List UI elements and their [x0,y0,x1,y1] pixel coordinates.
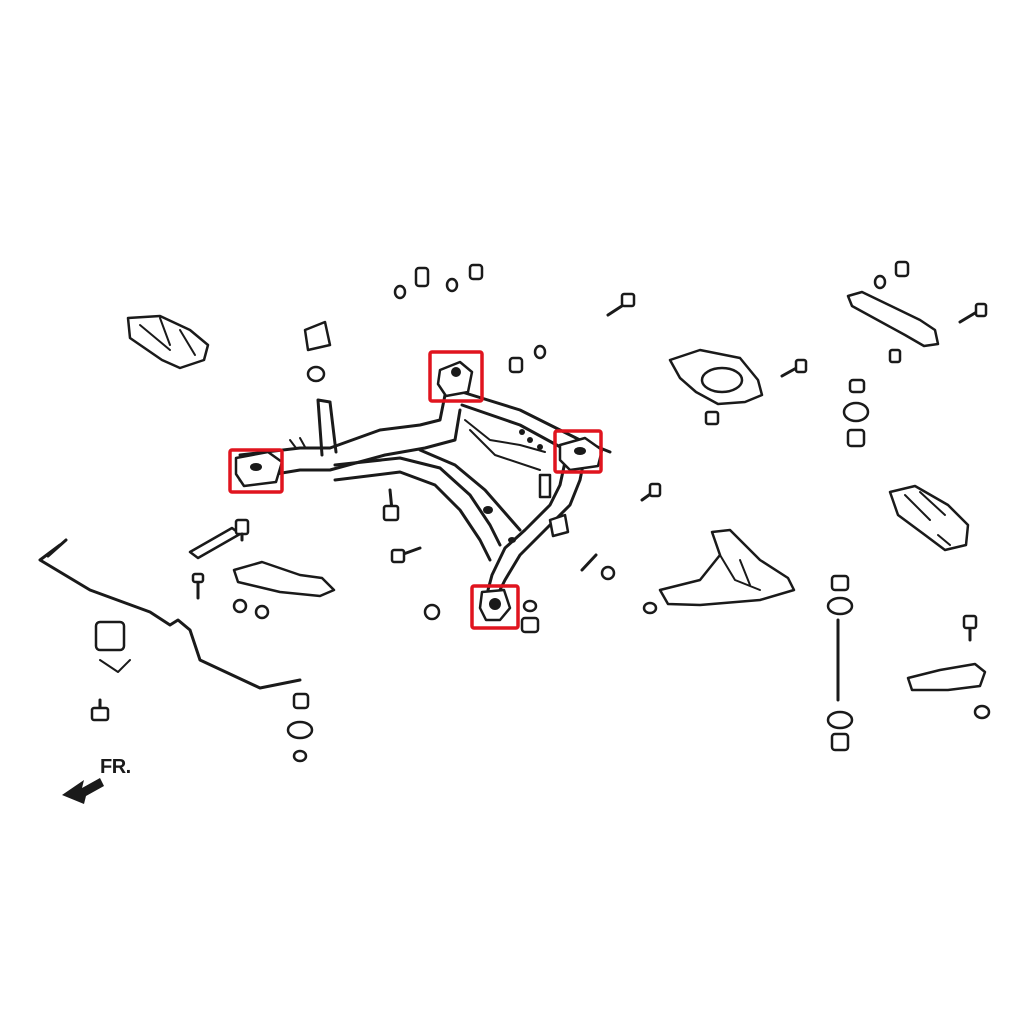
rear-knuckle [668,348,808,426]
front-direction-label: FR. [100,756,131,778]
subframe-bushing-front-left [228,448,284,494]
lower-link-right [906,614,991,720]
subframe-bushing-rear-right [553,429,603,474]
left-bracket [126,314,210,370]
left-lateral-link [188,518,336,620]
stabilizer-bar [38,538,302,722]
highlight-boxes [228,350,603,630]
right-bracket [888,484,970,552]
upper-link-right [846,260,988,364]
shock-mount-stack-lower [826,574,854,752]
shock-mount-stack-upper [842,378,870,448]
lower-control-arm-right [580,482,796,615]
subframe-bushing-rear-left [428,350,484,403]
center-hardware [382,488,540,634]
subframe-bushing-front-right [470,584,520,630]
top-hardware [303,263,636,383]
rear-subframe [234,360,612,622]
front-direction-arrow [62,778,104,804]
lower-left-bushing-stack [286,692,314,763]
